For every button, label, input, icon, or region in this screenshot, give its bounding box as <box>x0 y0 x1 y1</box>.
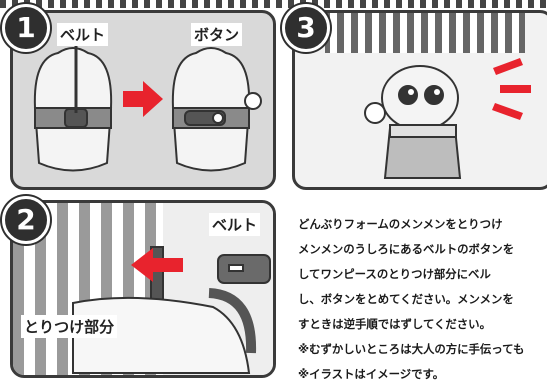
step-number-badge: 2 <box>2 196 50 244</box>
step-number-badge: 1 <box>2 4 50 52</box>
arrow-left-icon <box>131 248 183 282</box>
top-decorative-band <box>0 0 547 8</box>
instruction-line: メンメンのうしろにあるベルトのボタンを <box>298 242 515 256</box>
arrow-right-icon <box>123 81 163 117</box>
instruction-line: ※イラストはイメージです。 <box>298 367 445 381</box>
surprise-lines <box>492 58 531 120</box>
instruction-line: どんぶりフォームのメンメンをとりつけ <box>298 217 503 231</box>
step-1-illustration <box>33 43 262 172</box>
step-number-badge: 3 <box>282 4 330 52</box>
figure-before <box>33 43 113 172</box>
character-figure <box>364 65 462 179</box>
step-3-panel <box>292 10 547 190</box>
button-label: ボタン <box>191 23 243 46</box>
instruction-line: すときは逆手順ではずしてください。 <box>298 317 491 331</box>
belt-label: ベルト <box>209 213 261 236</box>
instruction-line: してワンピースのとりつけ部分にベル <box>298 267 491 281</box>
belt-label: ベルト <box>57 23 109 46</box>
instruction-line: ※むずかしいところは大人の方に手伝っても <box>298 342 525 356</box>
figure-after <box>171 47 262 172</box>
attachment-label: とりつけ部分 <box>21 315 118 338</box>
step-1-panel: ベルト ボタン <box>10 10 276 190</box>
step-2-panel: ベルト とりつけ部分 <box>10 200 276 378</box>
step-3-illustration <box>325 13 531 179</box>
instructions-text: どんぶりフォームのメンメンをとりつけ メンメンのうしろにあるベルトのボタンを し… <box>298 212 547 387</box>
instruction-line: し、ボタンをとめてください。メンメンを <box>298 292 514 306</box>
